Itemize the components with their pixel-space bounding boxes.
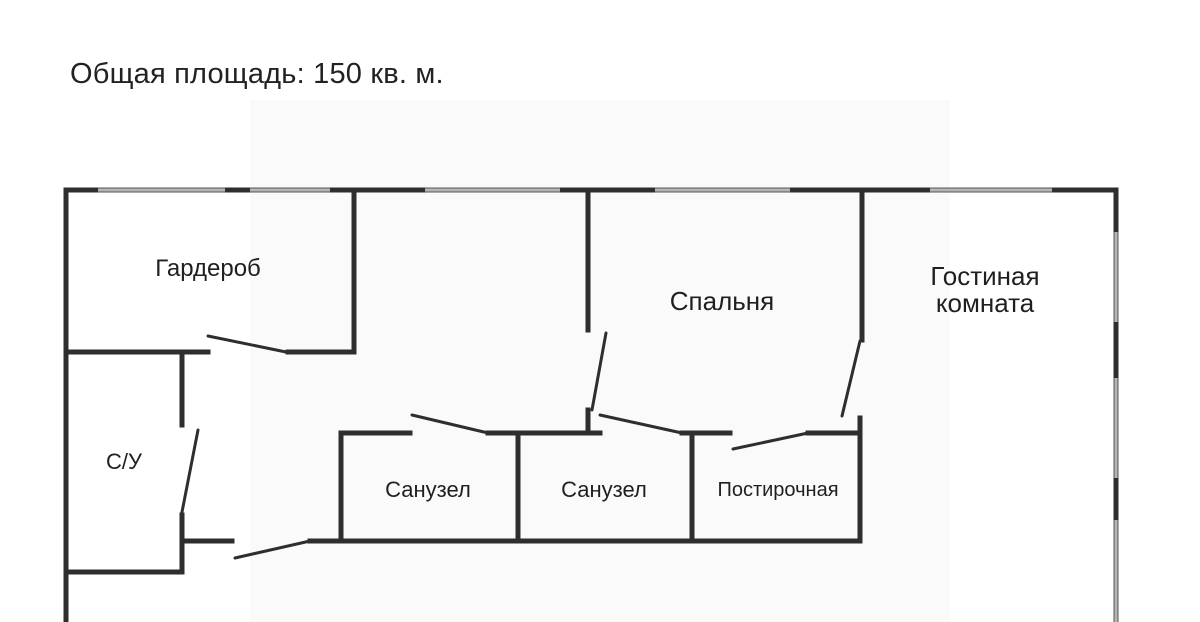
door-bedroom-right <box>840 339 862 418</box>
room-label-bathroom-1: Санузел <box>385 477 471 502</box>
walls <box>63 187 1119 622</box>
room-label-laundry: Постирочная <box>717 479 838 501</box>
doors <box>180 331 862 560</box>
windows <box>98 187 1119 622</box>
door-bath-1 <box>410 413 490 435</box>
window-frames <box>98 187 1119 622</box>
door-bedroom-left <box>590 331 608 412</box>
room-label-wc: С/У <box>106 449 143 474</box>
door-wardrobe <box>206 334 288 354</box>
door-corridor <box>233 539 312 560</box>
room-label-wardrobe: Гардероб <box>155 255 261 282</box>
room-label-bathroom-2: Санузел <box>561 477 647 502</box>
room-label-living-2: комната <box>936 288 1035 318</box>
door-bath-2 <box>598 413 684 435</box>
total-area-title: Общая площадь: 150 кв. м. <box>70 58 444 90</box>
door-laundry <box>731 431 810 451</box>
door-wc <box>180 428 200 514</box>
room-label-living-1: Гостиная <box>930 261 1039 291</box>
room-label-bedroom: Спальня <box>670 286 774 316</box>
